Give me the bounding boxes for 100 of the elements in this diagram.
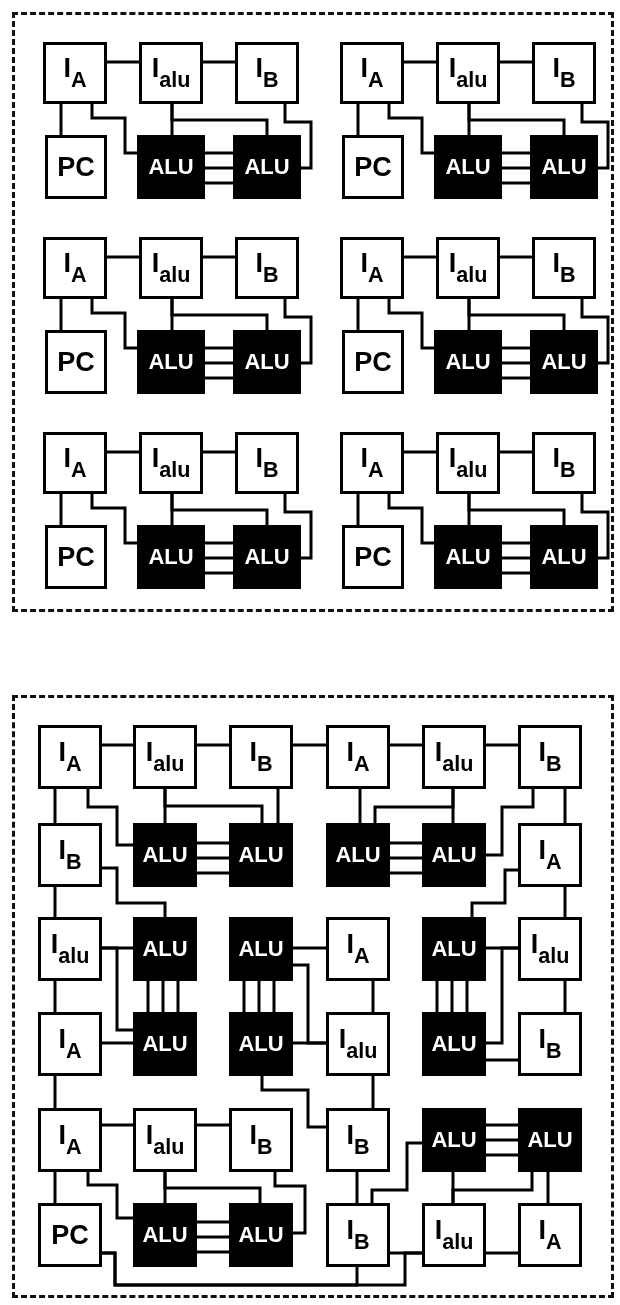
- box-label: ALU: [527, 1129, 573, 1151]
- connection-line: [176, 979, 180, 1014]
- connection-line: [387, 102, 436, 155]
- connection-line: [100, 1041, 135, 1045]
- connection-line: [195, 1250, 231, 1254]
- connection-line: [283, 297, 313, 365]
- connection-line: [90, 297, 139, 350]
- connection-line: [203, 541, 235, 545]
- connection-line: [105, 255, 141, 259]
- register-box: [518, 823, 582, 887]
- connection-line: [402, 60, 438, 64]
- box-label: ALU: [244, 351, 290, 373]
- box-label: ALU: [541, 156, 587, 178]
- connection-line: [203, 361, 235, 365]
- box-label: I$_{alu}$: [448, 55, 488, 91]
- connection-line: [170, 492, 269, 527]
- connection-line: [163, 1170, 262, 1205]
- connection-line: [100, 743, 135, 747]
- box-label: ALU: [541, 546, 587, 568]
- register-box: [436, 432, 500, 494]
- box-label: I$_{B}$: [255, 55, 279, 91]
- connection-line: [484, 1058, 520, 1062]
- box-label: I$_{B}$: [552, 445, 576, 481]
- connection-line: [498, 450, 534, 454]
- box-label: I$_{alu}$: [434, 739, 474, 775]
- register-box: [133, 1108, 197, 1172]
- connection-line: [53, 885, 57, 919]
- alu-box: [229, 823, 293, 887]
- register-box: [340, 432, 404, 494]
- connection-line: [484, 946, 520, 1045]
- alu-box: [530, 330, 598, 394]
- box-label: ALU: [238, 938, 284, 960]
- box-label: I$_{alu}$: [448, 250, 488, 286]
- alu-box: [137, 135, 205, 199]
- register-box: [532, 237, 596, 299]
- alu-box: [133, 1012, 197, 1076]
- box-label: PC: [57, 543, 95, 571]
- box-label: ALU: [431, 1033, 477, 1055]
- connection-line: [370, 1141, 424, 1205]
- register-box: [342, 330, 404, 394]
- box-label: I$_{B}$: [346, 1217, 370, 1253]
- connection-line: [470, 868, 520, 919]
- box-label: I$_{B}$: [255, 250, 279, 286]
- alu-box: [434, 135, 502, 199]
- box-label: ALU: [238, 1033, 284, 1055]
- box-label: I$_{A}$: [63, 250, 87, 286]
- connection-line: [203, 571, 235, 575]
- alu-box: [518, 1108, 582, 1172]
- box-label: PC: [51, 1221, 89, 1249]
- register-box: [326, 1203, 390, 1267]
- box-label: I$_{B}$: [538, 739, 562, 775]
- alu-box: [530, 525, 598, 589]
- alu-box: [133, 917, 197, 981]
- box-label: ALU: [335, 844, 381, 866]
- register-box: [422, 725, 486, 789]
- connection-line: [371, 1074, 375, 1110]
- connection-line: [201, 60, 237, 64]
- box-label: ALU: [148, 351, 194, 373]
- register-box: [139, 432, 203, 494]
- box-label: ALU: [431, 938, 477, 960]
- alu-box: [137, 525, 205, 589]
- connection-line: [484, 1251, 520, 1255]
- box-label: ALU: [541, 351, 587, 373]
- box-label: ALU: [148, 156, 194, 178]
- connection-line: [563, 979, 567, 1014]
- connection-line: [100, 1123, 135, 1127]
- connection-line: [86, 787, 135, 847]
- alu-box: [133, 823, 197, 887]
- register-box: [38, 725, 102, 789]
- connection-line: [53, 787, 57, 825]
- connection-line: [500, 571, 532, 575]
- alu-box: [233, 135, 301, 199]
- box-label: ALU: [148, 546, 194, 568]
- connection-line: [86, 1170, 135, 1220]
- box-label: ALU: [142, 844, 188, 866]
- register-box: [518, 1203, 582, 1267]
- box-label: I$_{alu}$: [151, 250, 191, 286]
- box-label: I$_{alu}$: [448, 445, 488, 481]
- connection-line: [580, 492, 610, 560]
- alu-box: [422, 823, 486, 887]
- connection-line: [388, 743, 424, 747]
- register-box: [43, 432, 107, 494]
- box-label: I$_{alu}$: [530, 931, 570, 967]
- connection-line: [358, 787, 362, 825]
- connection-line: [105, 60, 141, 64]
- register-box: [340, 42, 404, 104]
- connection-line: [195, 743, 231, 747]
- box-label: I$_{A}$: [360, 55, 384, 91]
- box-label: I$_{A}$: [63, 55, 87, 91]
- connection-line: [373, 787, 455, 825]
- connection-line: [260, 1074, 328, 1129]
- box-label: ALU: [445, 546, 491, 568]
- register-box: [38, 1108, 102, 1172]
- connection-line: [388, 871, 424, 875]
- register-box: [38, 1012, 102, 1076]
- box-label: I$_{A}$: [538, 837, 562, 873]
- connection-line: [195, 856, 231, 860]
- connection-line: [59, 492, 63, 527]
- connection-line: [500, 166, 532, 170]
- register-box: [43, 42, 107, 104]
